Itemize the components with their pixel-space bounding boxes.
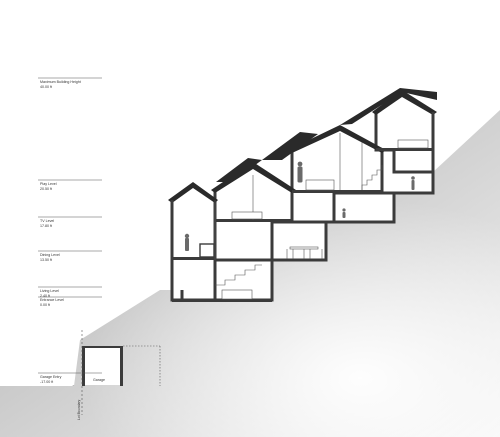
slab-tv xyxy=(292,190,382,193)
level-living-name: Living Level xyxy=(40,289,59,293)
level-max-elev: 40.00 ft xyxy=(40,85,52,89)
roof-tv xyxy=(288,125,386,153)
level-dining-elev: 13.50 ft xyxy=(40,258,52,262)
person-outside xyxy=(411,176,415,190)
roof-back-1 xyxy=(216,158,262,182)
stairs-upper xyxy=(361,165,383,190)
hillside-fog xyxy=(0,110,500,437)
chairs xyxy=(286,249,323,259)
person-kitchen xyxy=(184,233,190,251)
roof-back-2 xyxy=(262,132,318,160)
level-tv-elev: 17.80 ft xyxy=(40,224,52,228)
level-garage-name: Garage Entry xyxy=(40,375,62,379)
level-tv-name: TV Level xyxy=(40,219,54,223)
level-markers: Maximum Building Height 40.00 ft Play Le… xyxy=(38,77,102,384)
level-entrance-name: Entrance Level xyxy=(40,298,64,302)
stairs-lower xyxy=(215,264,262,286)
level-entrance-elev: 0.00 ft xyxy=(40,303,50,307)
sofa xyxy=(221,289,253,300)
kitchen-counter xyxy=(199,243,215,258)
level-living-elev: 2.40 ft xyxy=(40,294,50,298)
slab-entrance xyxy=(172,299,272,302)
lot-boundary-label: Lot Boundary xyxy=(77,400,81,420)
tv-cabinet xyxy=(231,211,263,220)
slab-play xyxy=(376,148,433,151)
play-desk xyxy=(397,139,429,149)
person-sitting xyxy=(342,208,346,218)
garage xyxy=(82,346,123,386)
level-max-name: Maximum Building Height xyxy=(40,80,81,84)
dining-table xyxy=(289,246,319,250)
person-tv xyxy=(297,161,303,183)
level-play-elev: 20.50 ft xyxy=(40,187,52,191)
roof-dining xyxy=(211,162,296,193)
house-section xyxy=(168,88,437,302)
level-dining-name: Dining Level xyxy=(40,253,60,257)
level-garage-elev: -17.00 ft xyxy=(40,380,53,384)
inner-step-wall xyxy=(180,170,433,300)
tv-sofa xyxy=(305,179,335,191)
slab-dining xyxy=(215,219,293,222)
roof-back-3 xyxy=(340,88,437,125)
room-label-garage: Garage xyxy=(93,378,105,382)
slab-living xyxy=(172,257,216,260)
level-play-name: Play Level xyxy=(40,182,57,186)
lower-volume xyxy=(170,183,217,302)
